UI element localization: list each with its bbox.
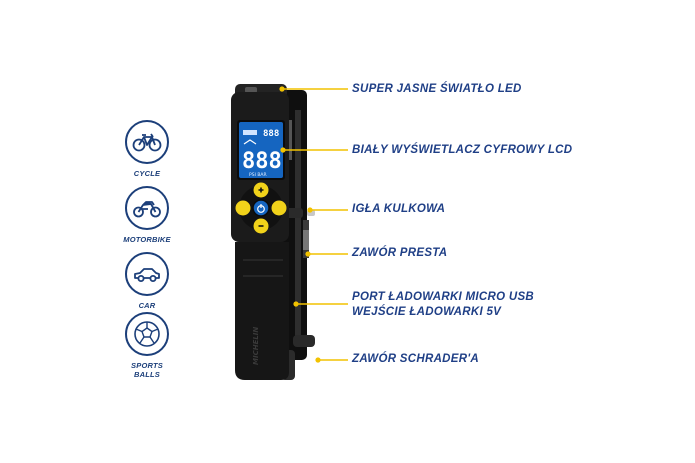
bicycle-icon — [125, 120, 169, 164]
svg-text:888: 888 — [242, 149, 282, 174]
car-icon — [125, 252, 169, 296]
category-label: MOTORBIKE — [123, 235, 171, 244]
callout-ball-needle: IGŁA KULKOWA — [352, 203, 446, 215]
category-label: SPORTS BALLS — [131, 361, 163, 379]
category-sports-balls: SPORTS BALLS — [123, 312, 171, 379]
motorbike-icon — [125, 186, 169, 230]
category-motorbike: MOTORBIKE — [123, 186, 171, 244]
schrader-valve — [293, 335, 315, 347]
svg-text:MICHELIN: MICHELIN — [252, 327, 260, 365]
callout-led-light: SUPER JASNE ŚWIATŁO LED — [352, 83, 522, 95]
light-button[interactable] — [235, 200, 251, 216]
mode-button[interactable] — [271, 200, 287, 216]
category-car: CAR — [123, 252, 171, 310]
svg-text:888: 888 — [263, 129, 279, 139]
callout-lcd-display: BIAŁY WYŚWIETLACZ CYFROWY LCD — [352, 144, 573, 156]
svg-text:PSI BAR: PSI BAR — [249, 172, 267, 178]
callout-schrader-valve: ZAWÓR SCHRADER'A — [352, 353, 480, 365]
ball-icon — [125, 312, 169, 356]
category-label: CAR — [138, 301, 156, 310]
callout-usb-port: PORT ŁADOWARKI MICRO USB WEJŚCIE ŁADOWAR… — [352, 291, 535, 318]
callout-presta-valve: ZAWÓR PRESTA — [352, 247, 448, 259]
category-label: CYCLE — [133, 169, 161, 178]
tire-inflator-device: 888 888 PSI BAR MICHELIN — [231, 84, 315, 380]
category-cycle: CYCLE — [123, 120, 171, 178]
lcd-display — [239, 122, 283, 178]
